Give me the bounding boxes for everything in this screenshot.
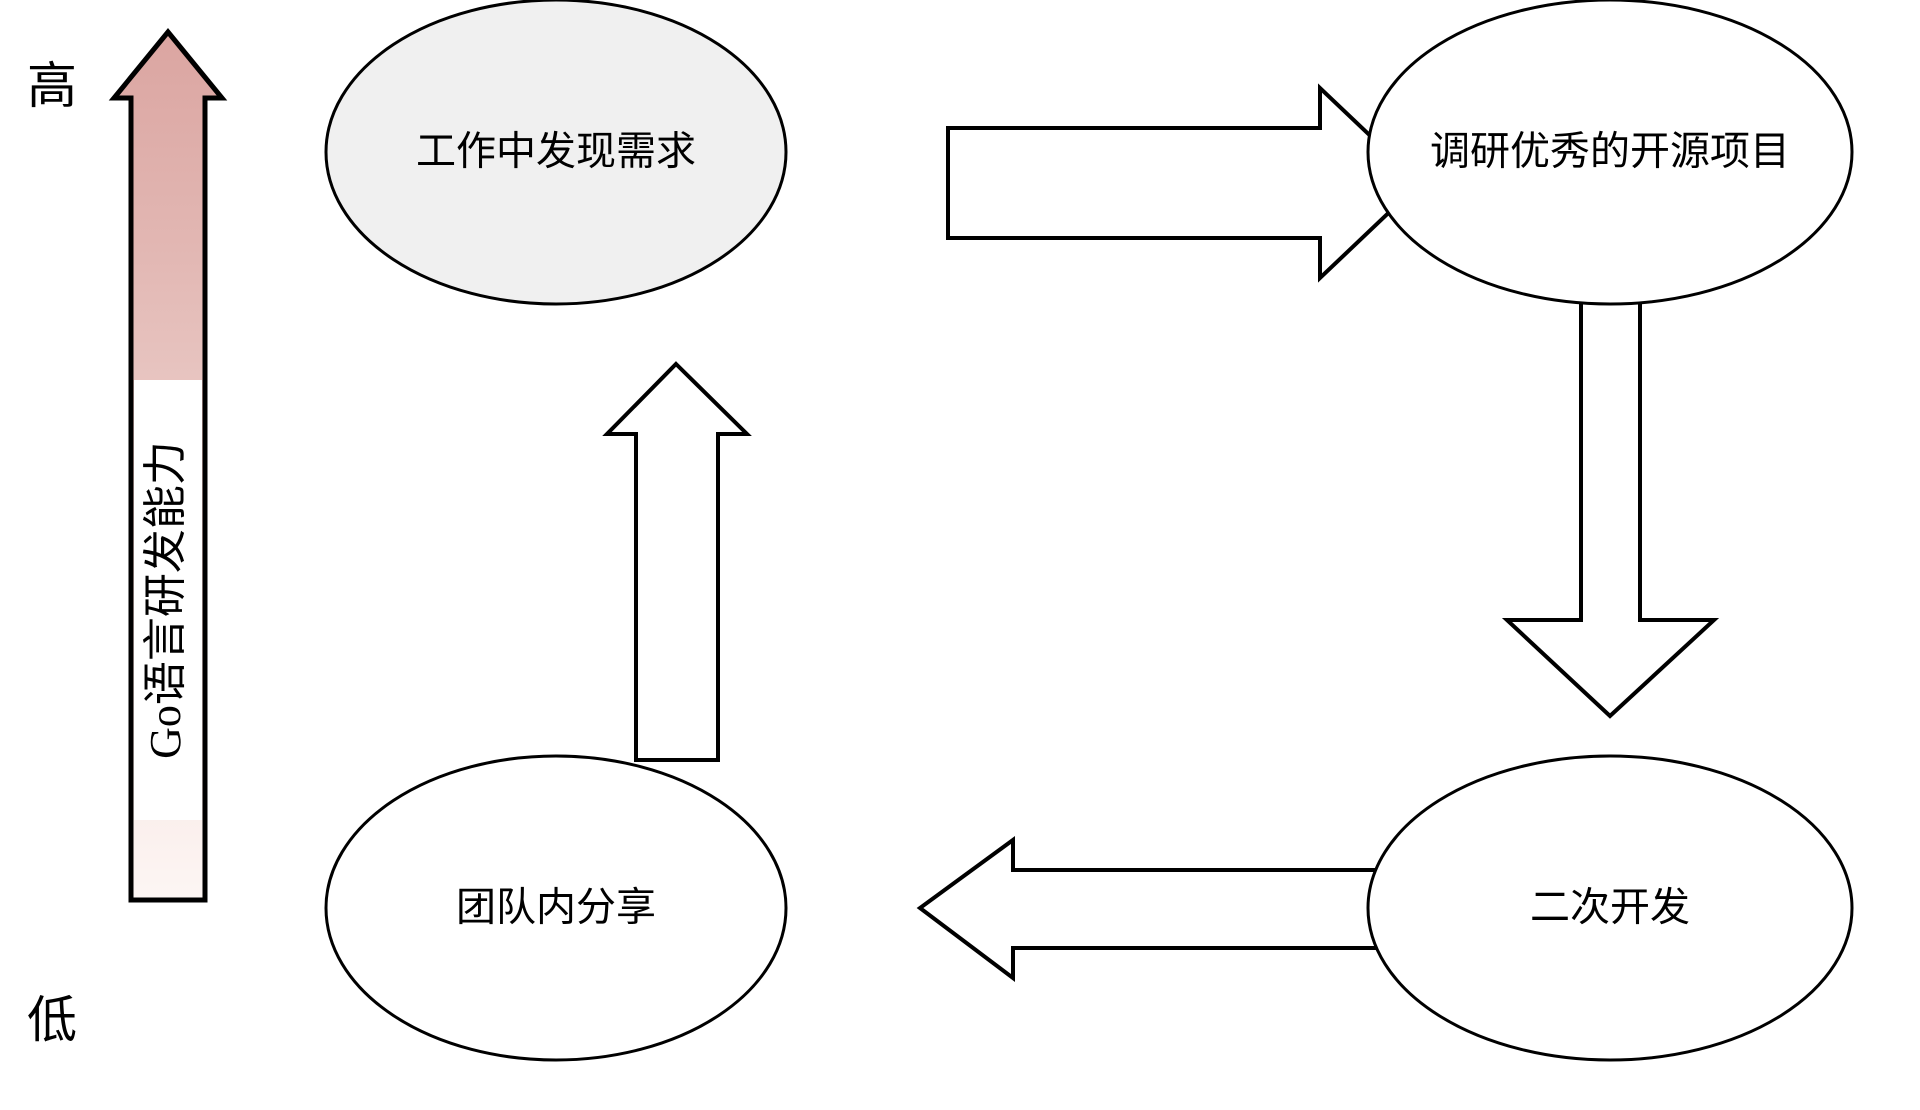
node-discover-needs-shape[interactable] (324, 0, 788, 306)
edge-discover-to-research (946, 83, 1423, 283)
node-research-projects[interactable]: 调研优秀的开源项目 (1366, 0, 1854, 306)
node-research-projects-label: 调研优秀的开源项目 (1430, 130, 1790, 174)
axis-label-backdrop (134, 380, 202, 820)
axis-high-label: 高 (27, 58, 77, 114)
node-team-sharing[interactable]: 团队内分享 (324, 754, 788, 1062)
edge-secdev-to-sharing (916, 836, 1382, 983)
node-secondary-development-label: 二次开发 (1530, 886, 1690, 930)
node-secondary-development[interactable]: 二次开发 (1366, 754, 1854, 1062)
node-research-projects-shape[interactable] (1366, 0, 1854, 306)
axis-low-label: 低 (27, 992, 77, 1048)
node-secondary-development-shape[interactable] (1366, 754, 1854, 1062)
node-discover-needs[interactable]: 工作中发现需求 (324, 0, 788, 306)
edge-research-to-secdev (1501, 283, 1720, 719)
node-team-sharing-label: 团队内分享 (456, 886, 656, 930)
node-discover-needs-label: 工作中发现需求 (416, 130, 696, 174)
node-team-sharing-shape[interactable] (324, 754, 788, 1062)
axis-vertical-label: Go语言研发能力 (141, 441, 190, 759)
edge-sharing-to-discover (602, 361, 752, 762)
